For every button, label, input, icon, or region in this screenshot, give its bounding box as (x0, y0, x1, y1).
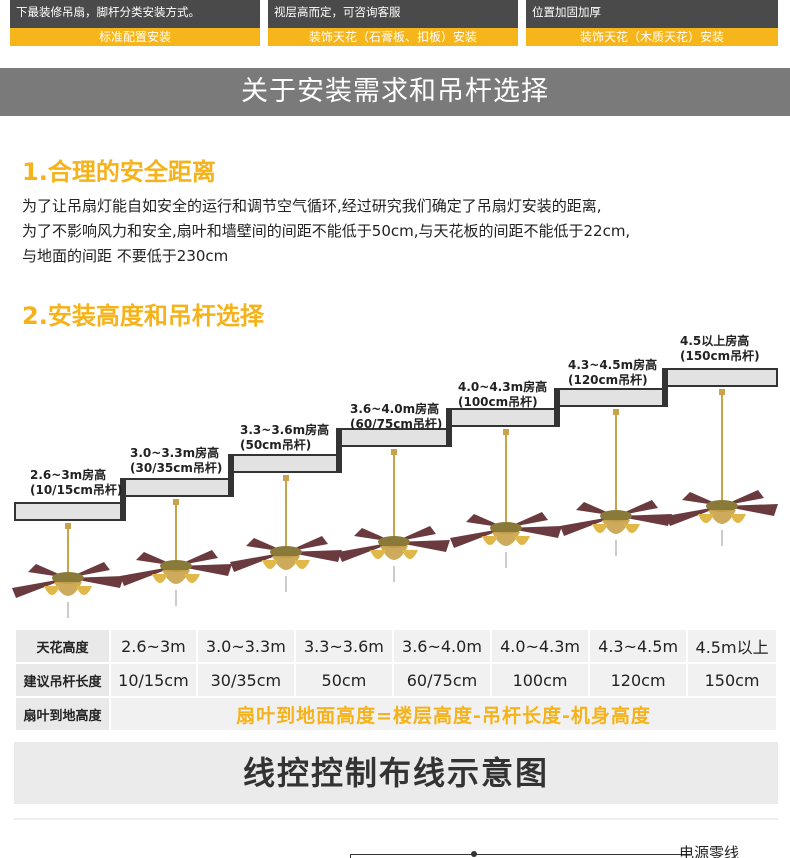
height-formula: 扇叶到地面高度=楼层高度-吊杆长度-机身高度 (109, 696, 778, 732)
step-label-rod: (50cm吊杆) (240, 438, 312, 452)
step-label-rod: (60/75cm吊杆) (350, 417, 443, 431)
step-label: 4.5以上房高 (150cm吊杆) (680, 334, 760, 364)
step-label-rod: (150cm吊杆) (680, 349, 760, 363)
table-cell: 2.6~3m (109, 628, 198, 664)
step-bar (122, 478, 234, 497)
top-column-desc: 视层高而定，可咨询客服 (268, 0, 518, 28)
top-column-tag: 标准配置安装 (10, 28, 260, 46)
section1-line: 为了让吊扇灯能自如安全的运行和调节空气循环,经过研究我们确定了吊扇灯安装的距离, (22, 197, 602, 215)
ceiling-fan-icon (666, 389, 778, 546)
ceiling-fan-icon (120, 499, 232, 606)
step-bar (664, 368, 778, 387)
row-header: 扇叶到地高度 (14, 696, 111, 732)
ceiling-fan-icon (230, 475, 342, 592)
table-cell: 60/75cm (391, 662, 493, 698)
table-cell: 4.3~4.5m (588, 628, 689, 664)
step-bar (230, 454, 342, 473)
step-riser (228, 454, 234, 497)
step-bar (14, 502, 126, 521)
wire-junction (471, 851, 477, 857)
table-cell: 4.0~4.3m (489, 628, 591, 664)
table-cell: 10/15cm (109, 662, 198, 698)
table-cell: 150cm (686, 662, 778, 698)
table-row-ceiling-height: 天花高度 2.6~3m 3.0~3.3m 3.3~3.6m 3.6~4.0m 4… (14, 628, 778, 664)
top-column-tag: 装饰天花（石膏板、扣板）安装 (268, 28, 518, 46)
top-column-gypsum: 视层高而定，可咨询客服 装饰天花（石膏板、扣板）安装 (268, 0, 518, 48)
wiring-diagram: 电源零线 (14, 818, 778, 858)
ceiling-fan-icon (450, 429, 562, 568)
step-label-height: 4.5以上房高 (680, 334, 750, 348)
wire-label: 电源零线 (679, 844, 740, 858)
step-riser (662, 368, 668, 407)
section2-title: 2.安装高度和吊杆选择 (22, 302, 264, 330)
step-label: 4.0~4.3m房高 (100cm吊杆) (458, 380, 547, 410)
wire-line (350, 854, 690, 855)
wire-segment (350, 854, 351, 858)
table-row-blade-floor-height: 扇叶到地高度 扇叶到地面高度=楼层高度-吊杆长度-机身高度 (14, 696, 778, 732)
step-label-height: 3.6~4.0m房高 (350, 402, 440, 416)
ceiling-fan-icon (560, 409, 672, 556)
section1-title: 1.合理的安全距离 (22, 158, 216, 186)
table-cell: 3.6~4.0m (391, 628, 493, 664)
top-column-standard: 下最装修吊扇，脚杆分类安装方式。 标准配置安装 (10, 0, 260, 48)
table-cell: 120cm (588, 662, 689, 698)
ceiling-fan-icon (12, 523, 124, 618)
step-label-height: 3.0~3.3m房高 (130, 446, 220, 460)
wiring-banner: 线控控制布线示意图 (14, 742, 778, 804)
step-label-rod: (10/15cm吊杆) (30, 483, 123, 497)
top-column-tag: 装饰天花（木质天花）安装 (526, 28, 778, 46)
step-bar (448, 408, 560, 427)
step-label: 3.6~4.0m房高 (60/75cm吊杆) (350, 402, 442, 432)
top-column-desc: 位置加固加厚 (526, 0, 778, 28)
step-label: 2.6~3m房高 (10/15cm吊杆) (30, 468, 122, 498)
section1-line: 与地面的间距 不要低于230cm (22, 247, 229, 265)
table-cell: 50cm (293, 662, 394, 698)
top-column-desc: 下最装修吊扇，脚杆分类安装方式。 (10, 0, 260, 28)
row-header: 天花高度 (14, 628, 111, 664)
table-cell: 100cm (489, 662, 591, 698)
table-cell: 30/35cm (195, 662, 296, 698)
ceiling-fan-icon (338, 449, 450, 582)
table-cell: 3.0~3.3m (195, 628, 296, 664)
top-column-wood: 位置加固加厚 装饰天花（木质天花）安装 (526, 0, 778, 48)
section-banner: 关于安装需求和吊杆选择 (0, 68, 790, 116)
step-riser (120, 478, 126, 521)
step-label-height: 4.0~4.3m房高 (458, 380, 548, 394)
step-diagram: 2.6~3m房高 (10/15cm吊杆) 3.0~3.3m房高 (30/35cm… (0, 330, 790, 620)
step-label-rod: (120cm吊杆) (568, 373, 648, 387)
top-strip: 下最装修吊扇，脚杆分类安装方式。 标准配置安装 视层高而定，可咨询客服 装饰天花… (0, 0, 790, 50)
step-label-height: 2.6~3m房高 (30, 468, 107, 482)
step-label: 3.0~3.3m房高 (30/35cm吊杆) (130, 446, 222, 476)
step-bar (556, 388, 668, 407)
step-label-height: 4.3~4.5m房高 (568, 358, 658, 372)
step-label-rod: (100cm吊杆) (458, 395, 538, 409)
step-riser (446, 408, 452, 447)
step-label-height: 3.3~3.6m房高 (240, 423, 330, 437)
row-header: 建议吊杆长度 (14, 662, 111, 698)
step-riser (336, 428, 342, 473)
table-cell: 3.3~3.6m (293, 628, 394, 664)
step-label: 3.3~3.6m房高 (50cm吊杆) (240, 423, 329, 453)
step-label-rod: (30/35cm吊杆) (130, 461, 223, 475)
step-riser (554, 388, 560, 427)
section1-line: 为了不影响风力和安全,扇叶和墙壁间的间距不能低于50cm,与天花板的间距不能低于… (22, 222, 631, 240)
table-row-rod-length: 建议吊杆长度 10/15cm 30/35cm 50cm 60/75cm 100c… (14, 662, 778, 698)
step-label: 4.3~4.5m房高 (120cm吊杆) (568, 358, 657, 388)
spec-table: 天花高度 2.6~3m 3.0~3.3m 3.3~3.6m 3.6~4.0m 4… (14, 628, 778, 732)
table-cell: 4.5m以上 (686, 628, 778, 664)
